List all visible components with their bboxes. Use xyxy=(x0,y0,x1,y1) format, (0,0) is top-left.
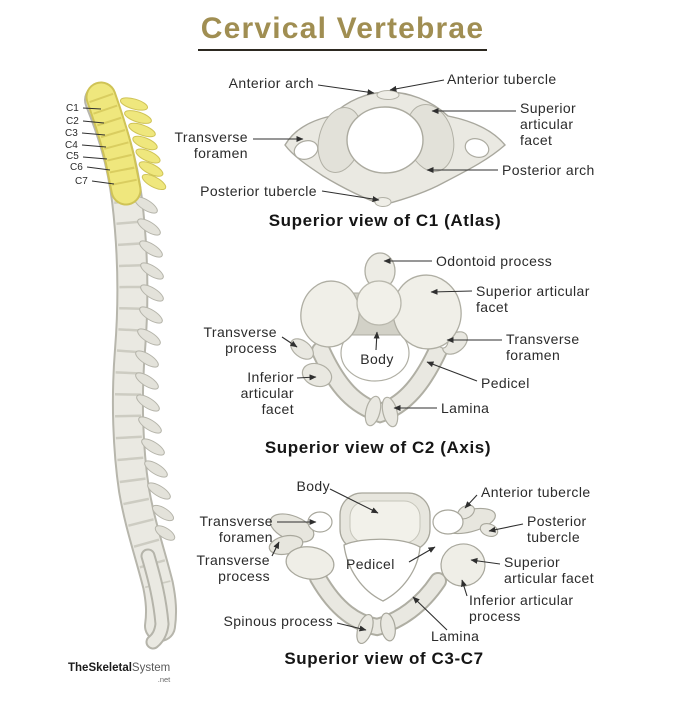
spine-illustration xyxy=(81,81,178,650)
label-c2-transverse-foramen: Transverse foramen xyxy=(506,331,580,363)
label-c2-superior-articular-facet: Superior articular facet xyxy=(476,283,590,315)
label-c3c7-inferior-articular-process: Inferior articular process xyxy=(469,592,574,624)
spine-label-c5: C5 xyxy=(66,151,79,162)
watermark-bold-text: TheSkeletal xyxy=(68,662,132,674)
label-c2-transverse-process: Transverse process xyxy=(203,324,277,356)
spine-label-c3: C3 xyxy=(65,128,78,139)
label-c3c7-spinous-process: Spinous process xyxy=(223,613,333,629)
label-c3c7-posterior-tubercle: Posterior tubercle xyxy=(527,513,587,545)
caption-c3-c7: Superior view of C3-C7 xyxy=(284,649,484,668)
label-c1-superior-articular-facet: Superior articular facet xyxy=(520,100,577,148)
page-title: Cervical Vertebrae xyxy=(0,12,685,51)
spine-label-c1: C1 xyxy=(66,103,79,114)
spine-label-c7: C7 xyxy=(75,176,88,187)
label-c2-pedicel: Pedicel xyxy=(481,375,530,391)
caption-c1-atlas: Superior view of C1 (Atlas) xyxy=(268,211,502,230)
label-c3c7-superior-articular-facet: Superior articular facet xyxy=(504,554,595,586)
watermark-light-text: System xyxy=(131,662,171,674)
label-c1-posterior-arch: Posterior arch xyxy=(502,162,595,178)
page-title-text: Cervical Vertebrae xyxy=(197,12,488,51)
label-c3c7-transverse-process: Transverse process xyxy=(196,552,270,584)
label-c2-body: Body xyxy=(360,351,394,367)
label-c1-anterior-tubercle: Anterior tubercle xyxy=(447,71,557,87)
c1-atlas-illustration xyxy=(284,90,506,207)
spine-label-dashes xyxy=(81,107,115,185)
spine-label-c2: C2 xyxy=(66,116,79,127)
leader-lines xyxy=(253,79,524,632)
label-c3c7-lamina: Lamina xyxy=(431,628,480,644)
c3-c7-illustration xyxy=(268,492,499,645)
label-c3c7-pedicel: Pedicel xyxy=(346,556,395,572)
label-c3c7-body: Body xyxy=(296,478,330,494)
watermark: TheSkeletalSystem .net xyxy=(68,662,170,686)
label-c2-odontoid-process: Odontoid process xyxy=(436,253,553,269)
label-c2-inferior-articular-facet: Inferior articular facet xyxy=(240,369,294,417)
watermark-suffix-text: .net xyxy=(157,675,171,684)
label-c1-posterior-tubercle: Posterior tubercle xyxy=(200,183,317,199)
label-c2-lamina: Lamina xyxy=(441,400,490,416)
spine-label-c4: C4 xyxy=(65,140,78,151)
label-c1-transverse-foramen: Transverse foramen xyxy=(174,129,248,161)
label-c1-anterior-arch: Anterior arch xyxy=(228,75,314,91)
label-c3c7-transverse-foramen: Transverse foramen xyxy=(199,513,273,545)
label-c3c7-anterior-tubercle: Anterior tubercle xyxy=(481,484,591,500)
spine-label-c6: C6 xyxy=(70,162,83,173)
caption-c2-axis: Superior view of C2 (Axis) xyxy=(264,438,492,457)
